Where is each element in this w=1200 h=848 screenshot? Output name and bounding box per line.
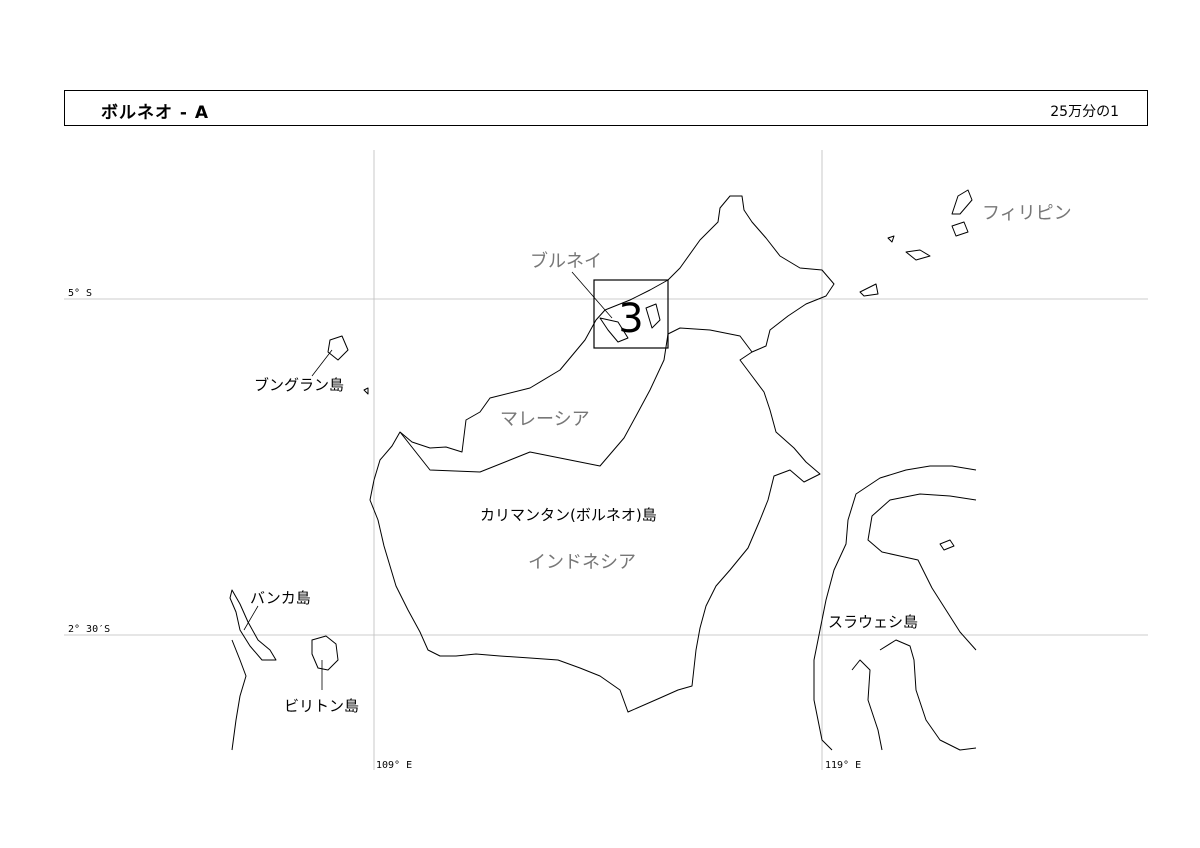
sulawesi-coast (813, 465, 977, 751)
lat-label-south: 2° 30′S (68, 624, 110, 635)
sheet-index-box[interactable] (593, 279, 669, 349)
bunguran-island (327, 335, 349, 361)
borneo-border (399, 327, 753, 473)
label-bunguran: ブングラン島 (254, 376, 344, 394)
lon-label-east: 119° E (825, 760, 861, 771)
label-brunei: ブルネイ (530, 250, 602, 272)
leader-brunei (571, 271, 613, 319)
leader-bunguran (311, 349, 333, 377)
bunguran-islet (363, 387, 369, 395)
lon-label-west: 109° E (376, 760, 412, 771)
philippine-island-1 (951, 189, 973, 215)
sulawesi-south (879, 639, 977, 751)
philippine-island-4 (859, 283, 879, 297)
sulawesi-peninsula (851, 659, 883, 751)
label-belitung: ビリトン島 (284, 697, 359, 715)
philippine-island-2 (951, 221, 969, 237)
sheet-index-number: 3 (618, 296, 643, 342)
map-scale: 25万分の1 (1050, 104, 1119, 120)
label-kalimantan: カリマンタン(ボルネオ)島 (480, 506, 657, 524)
philippine-island-5 (887, 235, 895, 243)
sumatra-coast (231, 639, 247, 751)
label-bangka: バンカ島 (250, 589, 311, 607)
label-sulawesi: スラウェシ島 (828, 613, 918, 631)
brunei-islet (645, 303, 661, 329)
borneo-coastline (369, 195, 835, 713)
sulawesi-arm (867, 493, 977, 651)
sulawesi-islet (939, 539, 955, 551)
belitung-island (311, 635, 339, 671)
lat-label-north: 5° S (68, 288, 92, 299)
label-philippines: フィリピン (982, 203, 1072, 224)
title-bar: ボルネオ - A 25万分の1 (64, 90, 1148, 126)
label-malaysia: マレーシア (500, 409, 590, 430)
leader-bangka (243, 605, 259, 631)
map-title: ボルネオ - A (101, 103, 210, 123)
brunei-outline (599, 317, 629, 343)
bangka-island (229, 589, 277, 661)
graticule (64, 150, 1148, 770)
label-indonesia: インドネシア (528, 552, 636, 573)
philippine-island-3 (905, 249, 931, 261)
